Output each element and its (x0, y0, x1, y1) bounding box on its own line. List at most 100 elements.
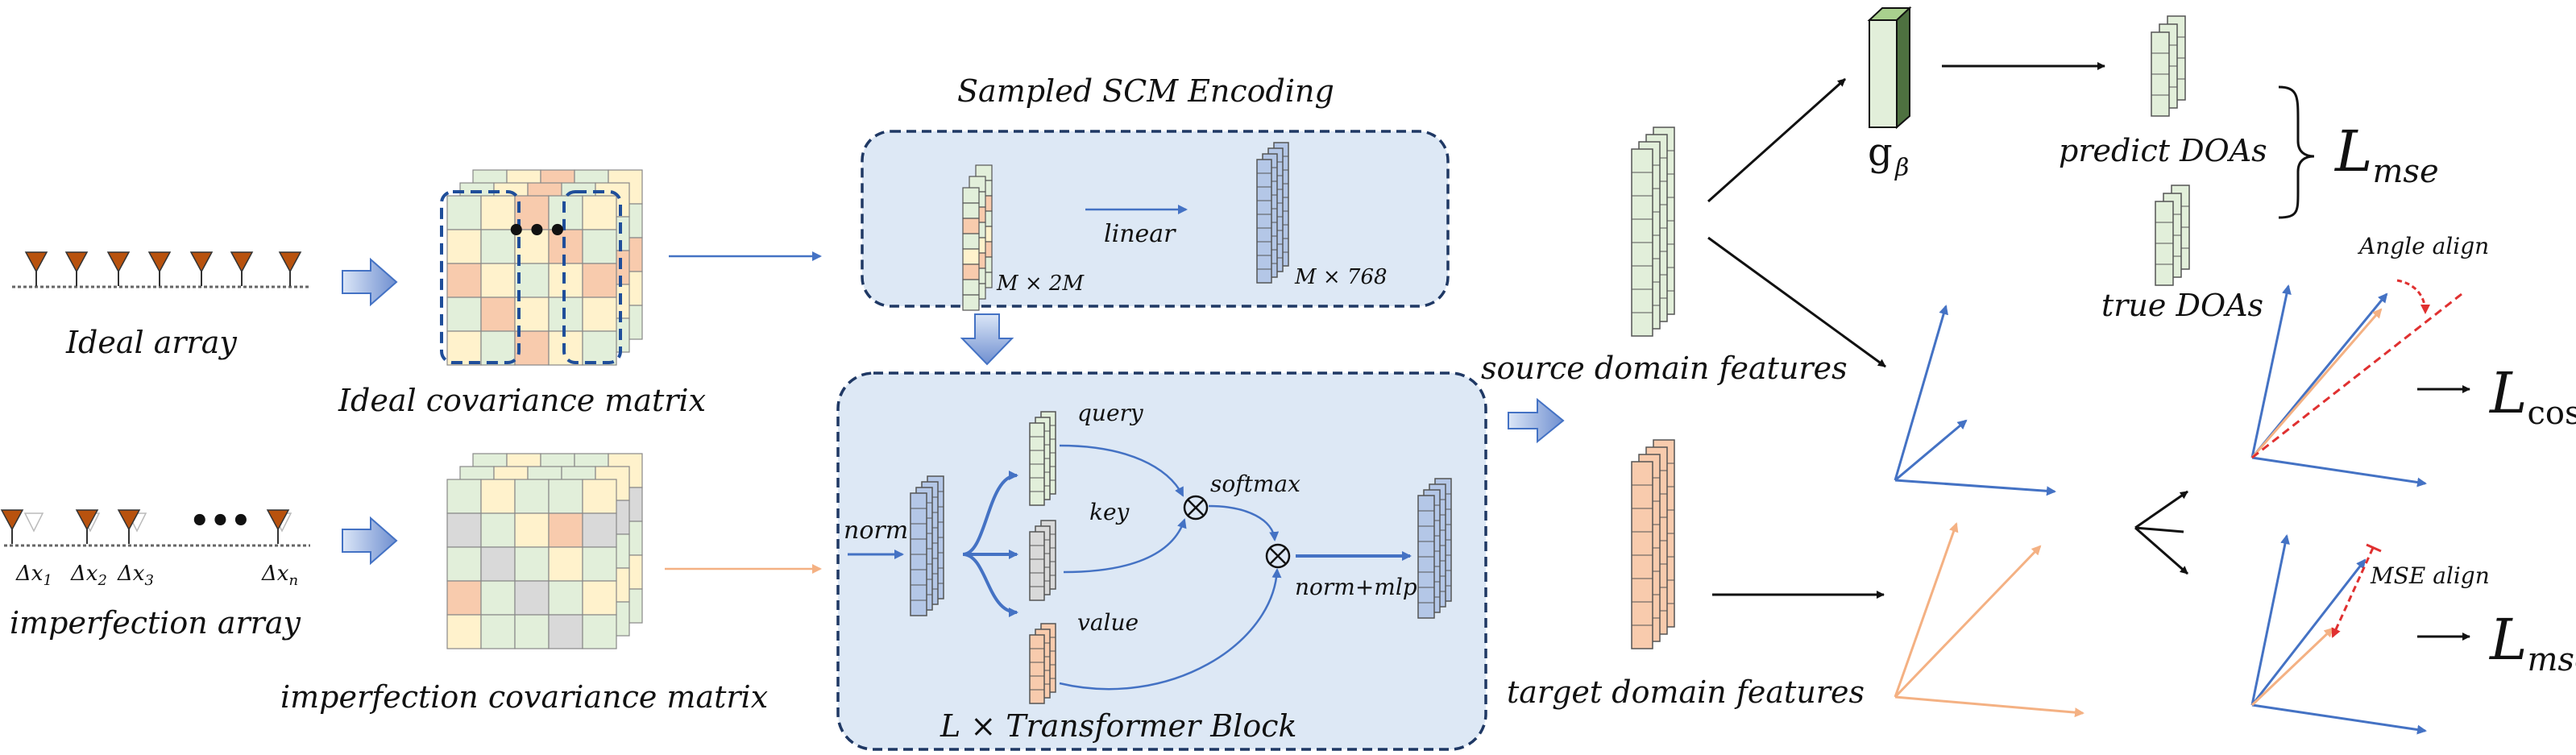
scm-output-stack (1256, 142, 1289, 284)
matrix-cell (582, 479, 617, 514)
array-dots: ••• (189, 502, 251, 540)
matrix-cell (514, 614, 550, 649)
source-domain-features-stack (1631, 127, 1675, 337)
linear-label: linear (1104, 220, 1176, 248)
sampled-scm-title: Sampled SCM Encoding (957, 73, 1334, 109)
dx2-label: Δx2 (70, 562, 107, 589)
target-domain-features-stack (1631, 439, 1675, 649)
matrix-cell (548, 512, 583, 548)
matrix-cell (548, 479, 583, 514)
predict-doas-label: predict DOAs (2059, 133, 2267, 168)
antenna-icon (106, 251, 131, 273)
ideal-cov-label: Ideal covariance matrix (338, 383, 706, 418)
stack-cell (962, 263, 980, 280)
fat-arrow-ideal (342, 257, 398, 307)
angle-align-plot: Angle align (2250, 233, 2489, 487)
key-label: key (1089, 499, 1130, 525)
dxn-label: Δxn (261, 562, 298, 589)
matrix-cell (582, 614, 617, 649)
antenna-icon (117, 509, 141, 531)
ghost-antenna-icon (23, 512, 44, 533)
antenna-icon (266, 509, 290, 531)
matrix-dots: ••• (506, 212, 568, 250)
matrix-cell (446, 229, 482, 264)
transformer-title: L × Transformer Block (940, 708, 1297, 744)
ideal-matrix-highlights: ••• (440, 190, 622, 364)
transformer-panel: norm query key value softmax norm+mlp (836, 371, 1487, 751)
m768-label: M × 768 (1294, 265, 1388, 289)
sampled-scm-panel: Sampled SCM Encoding linear M × 2M M × 7… (861, 73, 1450, 311)
ideal-antennas (24, 251, 302, 286)
stack-layer (1029, 531, 1045, 601)
stack-cell (962, 218, 980, 234)
true-doas-label: true DOAs (2101, 288, 2263, 323)
softmax-label: softmax (1210, 471, 1300, 497)
predict-doas-stack (2151, 15, 2186, 117)
split-arrow (2134, 526, 2184, 533)
imperfection-antennas (0, 509, 292, 544)
matrix-cell (480, 330, 516, 366)
m2m-label: M × 2M (996, 272, 1085, 296)
matrix-cell (514, 512, 550, 548)
arrow-source-to-vectors (1707, 236, 1886, 368)
antenna-icon (278, 251, 302, 273)
matrix-cell (480, 229, 516, 264)
matrix-cell (514, 546, 550, 582)
arrow-source-to-g (1707, 77, 1846, 203)
fat-arrow-to-features (1508, 397, 1565, 444)
matrix-cell (548, 546, 583, 582)
matrix-cell (446, 263, 482, 298)
matrix-cell (582, 229, 617, 264)
stack-cell (962, 294, 980, 311)
matrix-cell (582, 263, 617, 298)
matrix-cell (582, 195, 617, 230)
value-stack (1029, 623, 1056, 704)
matrix-cell (480, 580, 516, 616)
matrix-cell (480, 263, 516, 298)
stack-cell (962, 279, 980, 296)
matrix-cell (582, 330, 617, 366)
matrix-cell (480, 546, 516, 582)
dx3-label: Δx3 (117, 562, 154, 589)
angle-align-label: Angle align (2357, 233, 2489, 259)
matrix-cell (480, 479, 516, 514)
norm-label: norm (844, 516, 908, 545)
matrix-cell (446, 614, 482, 649)
stack-cell (962, 202, 980, 219)
lmse-top: Lmse (2333, 118, 2439, 190)
imperfection-array-label: imperfection array (10, 605, 301, 641)
g-beta-block: g β (1867, 6, 1912, 182)
otimes-1 (1183, 495, 1209, 521)
matrix-cell (548, 580, 583, 616)
matrix-cell (446, 479, 482, 514)
beta-label: β (1894, 154, 1909, 182)
matrix-cell (446, 330, 482, 366)
imperfection-array-group: ••• Δx1 Δx2 Δx3 Δxn imperfection array (0, 502, 310, 641)
antenna-icon (24, 251, 48, 273)
ideal-array-group: Ideal array (12, 251, 310, 360)
stack-layer (1029, 634, 1045, 704)
norm-mlp-label: norm+mlp (1295, 574, 1417, 600)
target-vector-plot (1894, 522, 2084, 718)
lcos: Lcos (2488, 360, 2576, 432)
matrix-cell (480, 614, 516, 649)
ideal-covariance-matrix (446, 169, 643, 366)
matrix-cell (514, 479, 550, 514)
mse-align-label: MSE align (2370, 562, 2490, 589)
antenna-icon (230, 251, 254, 273)
loss-brace (2278, 85, 2315, 219)
query-stack (1029, 411, 1056, 506)
imperfection-cov-label: imperfection covariance matrix (280, 679, 768, 715)
matrix-cell (548, 614, 583, 649)
stack-cell (962, 187, 980, 204)
otimes-2 (1265, 543, 1291, 569)
matrix-cell (480, 195, 516, 230)
value-label: value (1077, 609, 1139, 636)
source-features-label: source domain features (1481, 351, 1848, 386)
lmse-bottom: Lmse (2488, 607, 2576, 678)
fat-arrow-scm-down (960, 313, 1014, 366)
target-features-label: target domain features (1507, 674, 1865, 710)
matrix-cell (446, 195, 482, 230)
query-label: query (1077, 400, 1144, 426)
antenna-icon (75, 509, 99, 531)
